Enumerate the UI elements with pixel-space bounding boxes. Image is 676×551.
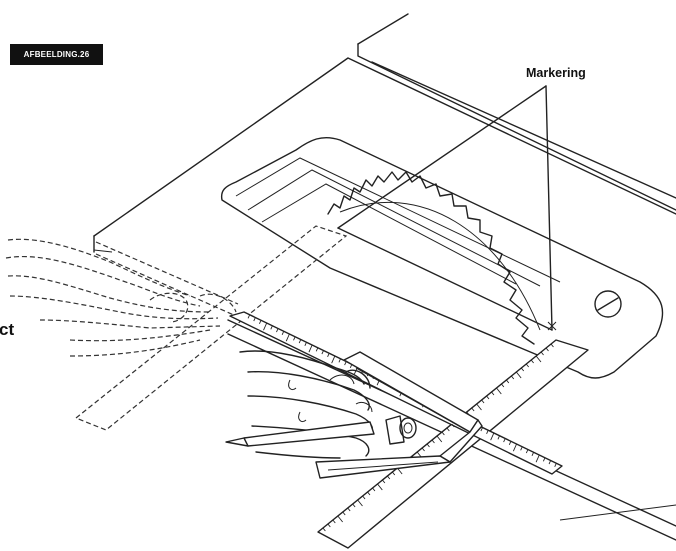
- scale-tick: [503, 438, 506, 443]
- scale-tick: [327, 523, 331, 528]
- scale-tick: [322, 527, 326, 532]
- cropped-label: ct: [0, 320, 15, 339]
- scale-tick: [421, 447, 425, 452]
- scale-tick: [531, 452, 535, 457]
- scale-tick: [276, 328, 279, 333]
- scale-tick: [481, 399, 485, 404]
- scale-tick: [520, 367, 525, 372]
- figure-badge: AFBEELDING.26: [10, 44, 103, 65]
- scale-tick: [357, 499, 363, 507]
- scale-tick: [525, 363, 530, 368]
- scale-tick: [512, 443, 517, 452]
- scale-tick: [535, 355, 542, 363]
- scale-tick: [426, 443, 430, 448]
- scale-tick: [480, 427, 483, 432]
- scale-tick: [520, 446, 523, 451]
- scale-tick: [382, 479, 386, 484]
- scale-tick: [540, 351, 544, 356]
- scale-tick: [352, 503, 356, 508]
- scale-tick: [337, 515, 343, 523]
- scale-tick: [511, 375, 515, 380]
- scale-tick: [392, 471, 396, 476]
- scale-tick: [304, 342, 307, 347]
- scale-tick: [372, 487, 376, 492]
- scale-tick: [530, 359, 534, 364]
- scale-tick: [476, 403, 482, 411]
- scale-tick: [490, 432, 495, 441]
- throat-plate: [220, 136, 664, 379]
- scale-tick: [441, 431, 445, 436]
- scale-tick: [545, 347, 549, 352]
- scale-tick: [497, 435, 500, 440]
- scale-tick: [525, 449, 529, 454]
- scale-tick: [327, 353, 330, 358]
- scale-tick: [362, 495, 366, 500]
- scale-tick: [285, 333, 290, 342]
- combination-square: [229, 311, 589, 549]
- scale-tick: [508, 441, 512, 446]
- marking-line: [337, 227, 553, 331]
- ghost-square: [5, 225, 348, 431]
- scale-tick: [331, 355, 336, 364]
- saw-blade: [327, 171, 541, 345]
- scale-tick: [298, 339, 302, 344]
- scale-tick: [446, 427, 450, 432]
- scale-tick: [496, 387, 502, 395]
- scale-tick: [332, 519, 336, 524]
- scale-tick: [548, 460, 552, 465]
- scale-tick: [436, 435, 443, 443]
- hand: [239, 350, 374, 459]
- scale-tick: [293, 336, 296, 341]
- scale-tick: [491, 391, 495, 396]
- scale-tick: [344, 361, 347, 366]
- scale-tick: [321, 350, 324, 355]
- scale-tick: [515, 371, 522, 379]
- scale-tick: [281, 331, 285, 336]
- scale-tick: [308, 344, 313, 353]
- callout-leaders: [337, 85, 557, 331]
- scale-tick: [451, 423, 455, 428]
- scale-tick: [367, 491, 371, 496]
- scale-tick: [506, 379, 510, 384]
- scale-tick: [501, 383, 505, 388]
- scale-tick: [247, 314, 251, 319]
- scale-tick: [550, 343, 554, 348]
- scale-tick: [263, 322, 268, 331]
- scale-tick: [315, 347, 319, 352]
- scale-tick: [554, 463, 557, 468]
- scale-tick: [338, 358, 341, 363]
- scale-tick: [347, 507, 351, 512]
- pencil: [225, 421, 375, 447]
- scale-tick: [270, 325, 273, 330]
- scale-tick: [542, 457, 546, 462]
- scale-tick: [342, 511, 346, 516]
- scale-tick: [253, 317, 256, 322]
- scale-tick: [259, 320, 262, 325]
- scale-tick: [431, 439, 435, 444]
- scale-tick: [486, 395, 490, 400]
- scale-tick: [535, 454, 540, 463]
- scale-tick: [387, 475, 391, 480]
- scale-tick: [377, 483, 383, 491]
- scale-tick: [471, 407, 475, 412]
- callout-label: Markering: [526, 66, 586, 80]
- scale-tick: [486, 430, 489, 435]
